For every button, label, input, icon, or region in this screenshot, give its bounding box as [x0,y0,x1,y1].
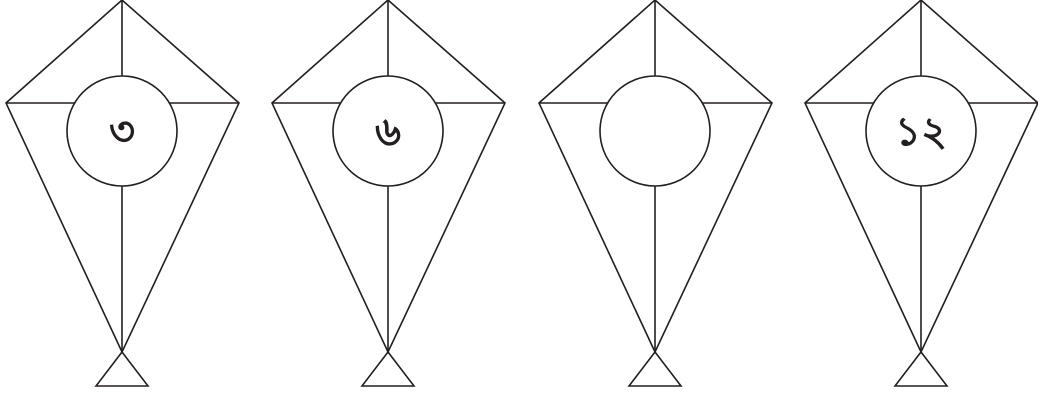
kite-4-number: ১২ [895,109,947,155]
kite-1-number: ৩ [109,109,135,155]
kite-4: ১২ [805,0,1038,386]
kite-1-tail [96,352,148,386]
kite-3 [539,0,772,386]
kite-2-number: ৬ [375,109,401,155]
kite-2: ৬ [272,0,505,386]
kite-3-tail [629,352,681,386]
kite-1: ৩ [6,0,239,386]
kite-2-tail [362,352,414,386]
kite-4-tail [895,352,947,386]
kite-3-circle [600,76,710,186]
